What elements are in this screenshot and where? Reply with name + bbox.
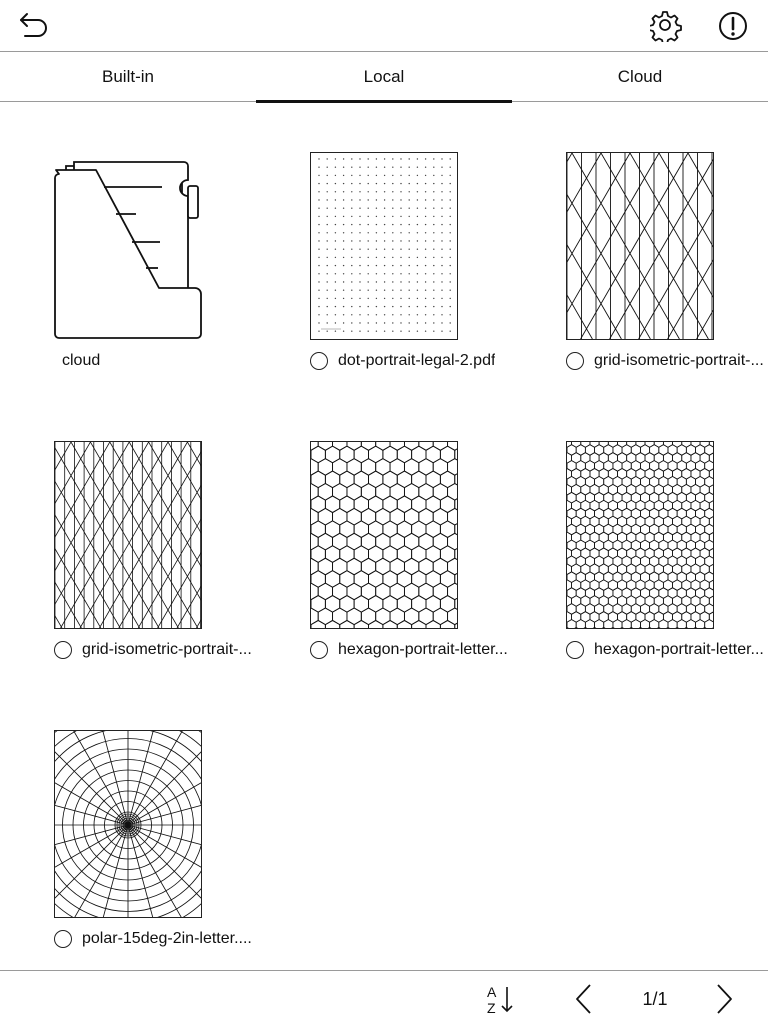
item-name: dot-portrait-legal-2.pdf: [338, 352, 496, 369]
tab-label: Built-in: [102, 66, 154, 86]
svg-text:Z: Z: [487, 1000, 496, 1016]
select-radio[interactable]: [310, 352, 328, 370]
isometric-grid-preview: [567, 153, 713, 339]
grid-item-template[interactable]: hexagon-portrait-letter...: [310, 441, 530, 691]
isometric-grid-preview: [55, 442, 201, 628]
item-name: polar-15deg-2in-letter....: [82, 930, 252, 947]
info-button[interactable]: [711, 6, 755, 46]
item-caption: polar-15deg-2in-letter....: [54, 926, 274, 952]
template-thumbnail: [310, 441, 458, 629]
template-thumbnail: [310, 152, 458, 340]
template-grid: cloud dot-portrait-legal-2.pdf grid-isom…: [0, 102, 768, 970]
item-caption: cloud: [54, 348, 274, 374]
grid-item-template[interactable]: hexagon-portrait-letter...: [566, 441, 768, 691]
polar-grid-preview: [55, 731, 201, 917]
grid-item-template[interactable]: grid-isometric-portrait-...: [54, 441, 274, 691]
select-radio[interactable]: [310, 641, 328, 659]
template-thumbnail: [54, 730, 202, 918]
back-button[interactable]: [14, 8, 54, 44]
tab-label: Cloud: [617, 66, 663, 86]
grid-item-template[interactable]: polar-15deg-2in-letter....: [54, 730, 274, 980]
item-caption: grid-isometric-portrait-...: [566, 348, 768, 374]
item-name: hexagon-portrait-letter...: [594, 641, 764, 658]
template-thumbnail: [54, 441, 202, 629]
item-caption: hexagon-portrait-letter...: [310, 637, 530, 663]
item-name: grid-isometric-portrait-...: [82, 641, 252, 658]
sort-button[interactable]: A Z: [478, 981, 522, 1017]
item-name: cloud: [62, 352, 101, 369]
grid-item-cloud-folder[interactable]: cloud: [54, 152, 274, 402]
grid-item-template[interactable]: dot-portrait-legal-2.pdf: [310, 152, 530, 402]
back-arrow-icon: [20, 13, 47, 37]
sort-az-icon: A Z: [487, 984, 513, 1016]
source-tabs: Built-in Local Cloud: [0, 52, 768, 103]
exclamation-circle-icon: [719, 12, 747, 40]
chevron-right-icon: [717, 984, 732, 1014]
tab-built-in[interactable]: Built-in: [0, 52, 256, 101]
select-radio[interactable]: [566, 641, 584, 659]
tab-label: Local: [363, 66, 405, 86]
grid-item-template[interactable]: grid-isometric-portrait-...: [566, 152, 768, 402]
bottom-bar: A Z 1/1: [0, 970, 768, 1025]
select-radio[interactable]: [54, 641, 72, 659]
item-name: grid-isometric-portrait-...: [594, 352, 764, 369]
item-caption: hexagon-portrait-letter...: [566, 637, 768, 663]
dot-grid-preview: [318, 158, 451, 332]
top-bar: [0, 0, 768, 52]
settings-button[interactable]: [644, 6, 688, 46]
template-thumbnail: [566, 441, 714, 629]
svg-text:A: A: [487, 984, 497, 1000]
hexagon-grid-preview: [567, 442, 713, 628]
folder-icon: [54, 161, 202, 339]
template-thumbnail: [566, 152, 714, 340]
item-name: hexagon-portrait-letter...: [338, 641, 508, 658]
gear-icon: [650, 11, 682, 42]
hexagon-grid-preview: [311, 442, 457, 628]
select-radio[interactable]: [54, 930, 72, 948]
tab-local[interactable]: Local: [256, 52, 512, 103]
tab-cloud[interactable]: Cloud: [512, 52, 768, 101]
chevron-left-icon: [576, 984, 591, 1014]
select-radio[interactable]: [566, 352, 584, 370]
next-page-button[interactable]: [706, 981, 742, 1017]
page-indicator: 1/1: [642, 988, 668, 1009]
previous-page-button[interactable]: [566, 981, 602, 1017]
item-caption: dot-portrait-legal-2.pdf: [310, 348, 530, 374]
item-caption: grid-isometric-portrait-...: [54, 637, 274, 663]
